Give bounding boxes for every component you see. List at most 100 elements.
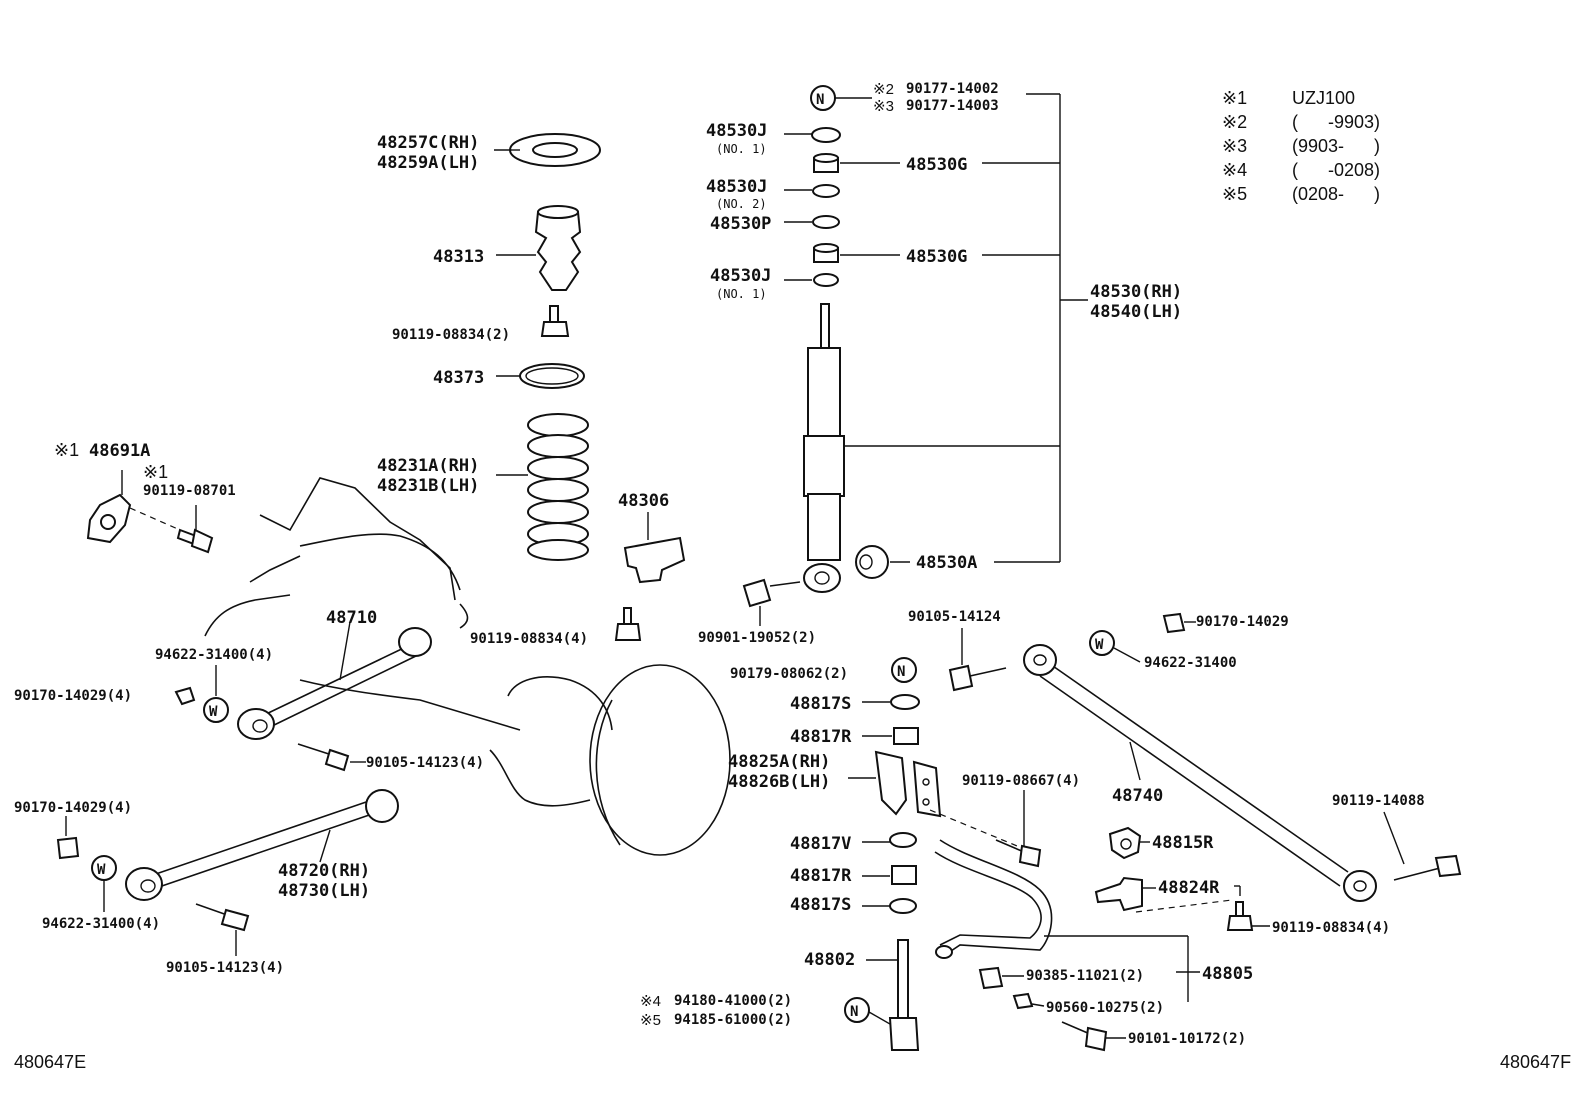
shock-absorber — [803, 303, 845, 593]
cushion-48817S-b — [889, 898, 917, 914]
legend-mark-4: ※4 — [1222, 160, 1247, 180]
legend-mark-3: ※3 — [1222, 136, 1247, 156]
footer-code-left: 480647E — [14, 1052, 86, 1072]
lower-control-arm-48720 — [125, 789, 399, 901]
cushion-48817S-a — [890, 694, 920, 710]
label-48825A: 48825A(RH) — [728, 752, 830, 772]
label-48817S-b: 48817S — [790, 895, 851, 915]
label-48259A: 48259A(LH) — [377, 153, 479, 173]
label-48817S-a: 48817S — [790, 694, 851, 714]
washer-w-a — [203, 697, 229, 723]
note-no1-b: (NO. 1) — [716, 287, 767, 301]
label-90179-08062: 90179-08062(2) — [730, 666, 848, 682]
legend-text-1: UZJ100 — [1292, 88, 1355, 108]
cushion-48817V — [889, 832, 917, 848]
label-48540: 48540(LH) — [1090, 302, 1182, 322]
n-mark-mid: N — [897, 664, 905, 680]
spring-seat-insulator — [509, 133, 601, 167]
label-48817V: 48817V — [790, 834, 851, 854]
label-48530: 48530(RH) — [1090, 282, 1182, 302]
label-90560-10275: 90560-10275(2) — [1046, 1000, 1164, 1016]
label-48257C: 48257C(RH) — [377, 133, 479, 153]
collar-90560 — [1012, 992, 1034, 1010]
circle-n-bottom — [844, 997, 870, 1023]
label-48691A: 48691A — [89, 441, 150, 461]
legend-mark-1: ※1 — [1222, 88, 1247, 108]
label-48530G-b: 48530G — [906, 247, 967, 267]
bump-stopper — [534, 205, 582, 291]
mark-90177-14002: ※2 — [873, 81, 894, 98]
label-48805: 48805 — [1202, 964, 1253, 984]
label-90170-14029: 90170-14029 — [1196, 614, 1289, 630]
label-90119-08834-2: 90119-08834(2) — [392, 327, 510, 343]
label-48530J-2: 48530J — [706, 177, 767, 197]
bolt-90901-19052 — [742, 578, 801, 626]
label-90105-14123-4-a: 90105-14123(4) — [366, 755, 484, 771]
label-90101-10172: 90101-10172(2) — [1128, 1031, 1246, 1047]
label-48231A: 48231A(RH) — [377, 456, 479, 476]
circle-n-mid — [891, 657, 917, 683]
link-48802 — [888, 939, 920, 1051]
plate-48530P — [812, 215, 840, 229]
w-mark-a: W — [209, 704, 218, 720]
label-48720: 48720(RH) — [278, 861, 370, 881]
bolt-90119-14088 — [1393, 854, 1462, 881]
label-90119-08834-4-a: 90119-08834(4) — [470, 631, 588, 647]
retainer-48530J-1b — [813, 273, 839, 287]
label-94180-41000: 94180-41000(2) — [674, 993, 792, 1009]
bracket-48306 — [623, 512, 686, 584]
label-90119-14088: 90119-14088 — [1332, 793, 1425, 809]
nut-90170-b — [56, 836, 80, 860]
label-48313: 48313 — [433, 247, 484, 267]
w-mark-c: W — [1095, 637, 1104, 653]
label-90119-08834-4-b: 90119-08834(4) — [1272, 920, 1390, 936]
bolt-90119-08834-a — [614, 607, 642, 641]
legend-text-3: (9903- ) — [1292, 136, 1380, 156]
lateral-control-rod-48740 — [1023, 644, 1377, 902]
note-no1-a: (NO. 1) — [716, 142, 767, 156]
axle-housing — [204, 477, 731, 856]
label-94622-31400-4-a: 94622-31400(4) — [155, 647, 273, 663]
mark-94180-41000: ※4 — [640, 993, 661, 1010]
n-mark-bottom: N — [850, 1004, 858, 1020]
mark-90119-08701: ※1 — [143, 462, 168, 482]
cushion-48817R-b — [891, 865, 917, 885]
bolt-90119-08701 — [176, 505, 214, 554]
label-90177-14003: 90177-14003 — [906, 98, 999, 114]
legend-mark-2: ※2 — [1222, 112, 1247, 132]
bushing-48530A — [855, 545, 889, 579]
coil-spring — [527, 413, 589, 561]
label-48530G-a: 48530G — [906, 155, 967, 175]
mark-48691A: ※1 — [54, 440, 79, 460]
washer-w-c — [1089, 630, 1115, 656]
label-90105-14123-4-b: 90105-14123(4) — [166, 960, 284, 976]
label-90105-14124: 90105-14124 — [908, 609, 1001, 625]
bolt-90101-10172 — [1061, 1021, 1108, 1052]
label-90119-08667: 90119-08667(4) — [962, 773, 1080, 789]
retainer-48530J-1a — [811, 127, 841, 143]
bracket-48824R — [1094, 876, 1143, 912]
label-48817R-b: 48817R — [790, 866, 852, 886]
bolt-90105-14123-b — [195, 903, 250, 956]
bolt-90105-14124 — [948, 664, 1007, 692]
legend-text-5: (0208- ) — [1292, 184, 1380, 204]
note-no2: (NO. 2) — [716, 197, 767, 211]
bushing-90385 — [978, 966, 1004, 990]
label-90385-11021: 90385-11021(2) — [1026, 968, 1144, 984]
n-mark-top: N — [816, 92, 824, 108]
bracket-48825A — [874, 750, 942, 818]
label-48306: 48306 — [618, 491, 669, 511]
retainer-48530J-2 — [812, 184, 840, 198]
nut-90170-14029 — [1162, 612, 1186, 634]
label-90901-19052: 90901-19052(2) — [698, 630, 816, 646]
nut-90170-a — [174, 686, 196, 706]
label-48817R-a: 48817R — [790, 727, 852, 747]
label-48802: 48802 — [804, 950, 855, 970]
mark-94185-61000: ※5 — [640, 1012, 661, 1029]
legend-text-2: ( -9903) — [1292, 112, 1380, 132]
label-48530P: 48530P — [710, 214, 771, 234]
label-48530A: 48530A — [916, 553, 977, 573]
label-94622-31400: 94622-31400 — [1144, 655, 1237, 671]
bracket-48691A — [86, 470, 132, 544]
